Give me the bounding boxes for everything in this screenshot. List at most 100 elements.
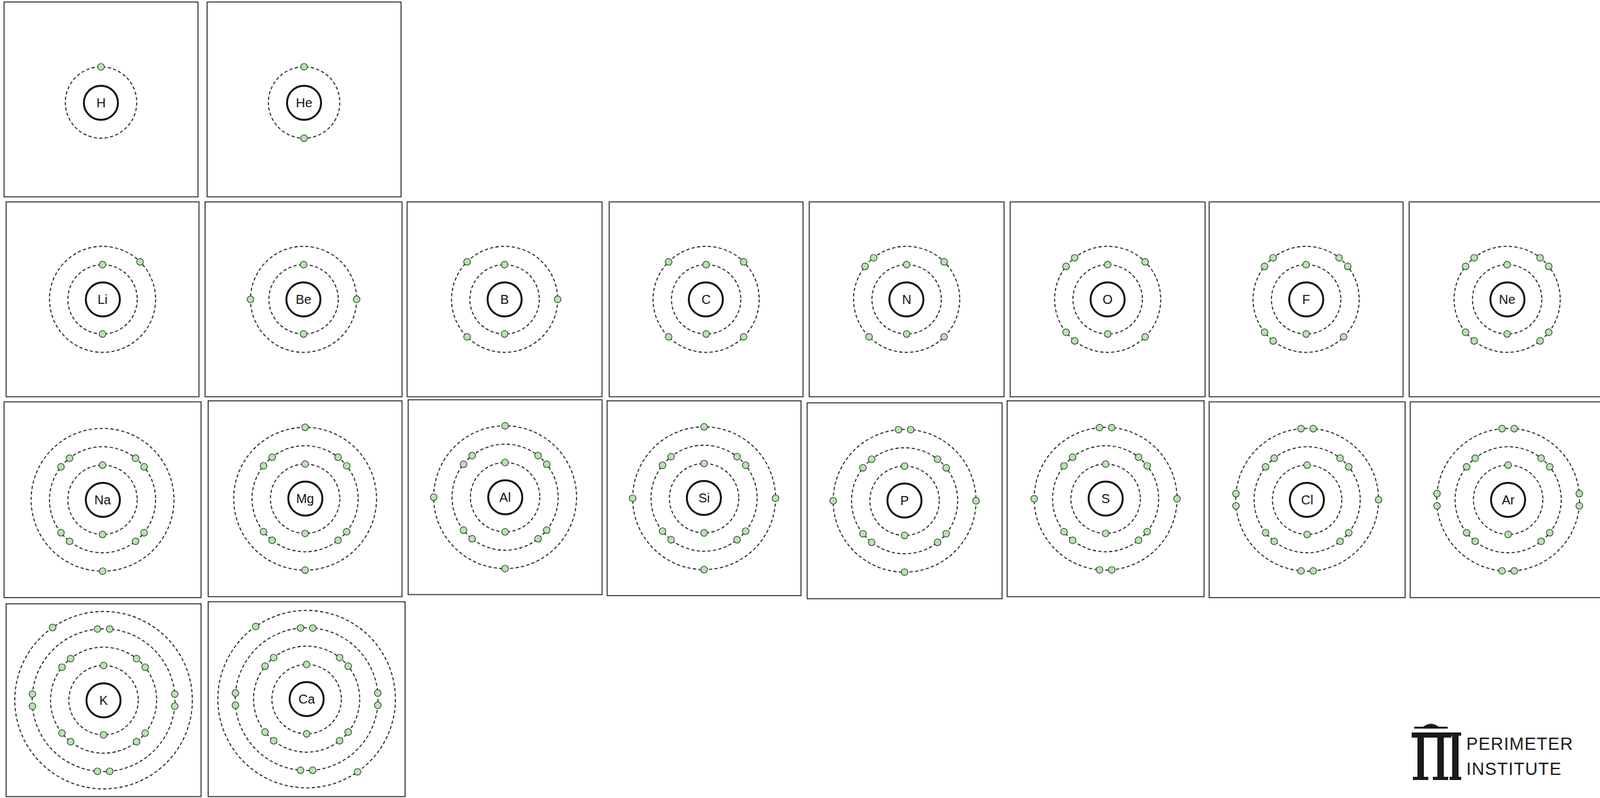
electron xyxy=(865,333,873,341)
electron-shell xyxy=(1254,446,1361,553)
electron xyxy=(1104,331,1111,338)
electron xyxy=(941,333,948,341)
electron xyxy=(343,528,350,535)
electron xyxy=(1537,538,1545,545)
element-card xyxy=(807,403,1003,600)
electron-shell xyxy=(49,246,156,353)
electron-shell xyxy=(14,611,193,790)
element-symbol: O xyxy=(1102,293,1113,306)
electron-shell xyxy=(451,444,558,551)
electron xyxy=(700,460,708,467)
nucleus: F xyxy=(1288,281,1325,318)
electron-shell xyxy=(253,646,360,753)
element-symbol: Na xyxy=(94,493,112,507)
electron xyxy=(49,624,56,631)
nucleus: Na xyxy=(84,482,121,519)
nucleus: Ca xyxy=(288,681,325,718)
electron-shell xyxy=(50,647,157,754)
electron xyxy=(301,566,308,574)
electron xyxy=(667,536,675,544)
electron xyxy=(1472,455,1479,462)
electron-shell xyxy=(1235,428,1379,572)
electron xyxy=(1546,463,1554,470)
logo-mark xyxy=(1437,732,1444,780)
electron xyxy=(868,456,875,463)
electron xyxy=(1537,337,1544,344)
electron xyxy=(1463,529,1470,537)
electron-shell xyxy=(433,426,577,569)
electron xyxy=(665,333,672,341)
electron xyxy=(343,462,350,470)
electron xyxy=(1545,329,1552,336)
electron xyxy=(1303,531,1311,539)
electron-shell xyxy=(68,465,138,535)
electron xyxy=(1303,331,1310,338)
logo-mark xyxy=(1449,732,1462,737)
element-card xyxy=(1409,201,1600,397)
electron xyxy=(344,663,351,670)
electron-shell xyxy=(250,246,357,353)
electron xyxy=(57,463,65,470)
electron xyxy=(300,261,307,269)
electron xyxy=(468,452,476,459)
electron xyxy=(100,662,107,670)
electron xyxy=(861,262,868,270)
electron xyxy=(1340,333,1347,341)
element-card xyxy=(1209,201,1404,397)
electron-shell xyxy=(32,629,175,773)
element-card xyxy=(208,401,403,598)
element-symbol: B xyxy=(500,293,509,306)
electron xyxy=(700,566,708,573)
electron xyxy=(534,535,542,542)
element-card xyxy=(6,604,202,798)
electron-shell xyxy=(270,464,341,534)
electron xyxy=(733,453,740,461)
electron xyxy=(1135,537,1142,544)
electron-shell xyxy=(671,264,741,335)
electron xyxy=(1071,254,1079,261)
element-symbol: Li xyxy=(97,293,108,306)
electron xyxy=(554,296,561,303)
element-symbol: H xyxy=(96,96,106,110)
element-card xyxy=(408,399,603,595)
electron xyxy=(868,539,875,546)
electron xyxy=(941,258,948,265)
nucleus: Li xyxy=(84,281,121,318)
electron xyxy=(1537,254,1544,261)
electron xyxy=(132,455,139,462)
electron xyxy=(907,426,914,433)
electron xyxy=(629,494,636,502)
electron xyxy=(870,254,877,261)
electron xyxy=(1504,462,1512,469)
electron-shell xyxy=(833,429,976,573)
electron xyxy=(700,529,708,537)
electron xyxy=(430,494,437,501)
electron-shell xyxy=(1072,264,1143,335)
electron xyxy=(702,331,710,338)
logo-text: PERIMETER xyxy=(1466,736,1574,754)
electron-shell xyxy=(632,426,776,570)
electron xyxy=(1141,333,1149,341)
electron xyxy=(829,497,837,504)
electron xyxy=(301,424,308,431)
electron xyxy=(1462,262,1469,270)
nucleus: H xyxy=(82,84,119,121)
electron xyxy=(106,626,113,633)
electron xyxy=(1141,258,1149,265)
electron xyxy=(1498,567,1505,575)
electron xyxy=(300,331,307,338)
electron xyxy=(1096,424,1103,431)
electron xyxy=(303,730,310,738)
electron xyxy=(903,261,910,269)
electron xyxy=(460,460,467,468)
element-symbol: Be xyxy=(295,293,312,306)
nucleus: Si xyxy=(685,480,722,517)
electron-shell xyxy=(1455,446,1562,553)
nucleus: Cl xyxy=(1288,482,1325,519)
electron xyxy=(1510,425,1518,432)
electron-shell xyxy=(1271,264,1341,335)
electron xyxy=(98,531,106,539)
electron-shell xyxy=(651,445,758,552)
electron xyxy=(1262,529,1269,537)
electron xyxy=(353,296,360,303)
